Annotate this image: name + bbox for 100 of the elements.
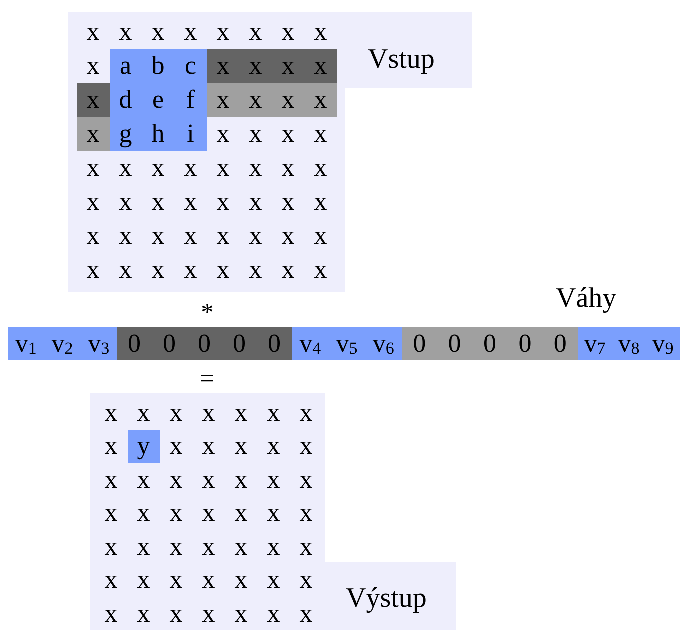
matrix-cell-text: x (183, 254, 198, 286)
matrix-cell-text: x (136, 464, 152, 496)
weight-cell: 0 (472, 327, 508, 360)
matrix-cell-text: x (234, 564, 249, 596)
matrix-cell-text: x (234, 464, 249, 496)
weight-cell: 0 (542, 327, 578, 360)
weight-cell: v$_{4}$ (292, 327, 329, 360)
matrix-cell-text: x (136, 598, 152, 630)
matrix-cell-text: x (248, 152, 264, 184)
matrix-cell: i (174, 117, 207, 151)
matrix-cell-text: x (168, 396, 184, 429)
matrix-cell-text: x (201, 530, 216, 563)
matrix-cell-text: x (104, 598, 119, 630)
matrix-cell-text: x (150, 16, 166, 48)
matrix-cell-text: x (280, 16, 296, 48)
matrix-cell-text: x (280, 186, 296, 218)
matrix-cell-text: x (104, 464, 119, 496)
matrix-cell-text: x (234, 430, 249, 462)
matrix-cell-text: x (298, 430, 314, 462)
matrix-cell-text: x (216, 254, 231, 286)
matrix-cell-text: x (298, 530, 314, 563)
matrix-cell-text: x (280, 220, 296, 252)
matrix-cell-text: x (150, 254, 166, 286)
matrix-cell-text: x (104, 530, 119, 563)
matrix-cell-text: x (168, 497, 184, 530)
matrix-cell-text: x (298, 598, 314, 630)
weight-cell: 0 (187, 327, 222, 360)
matrix-cell-text: x (313, 254, 328, 286)
weight-cell: 0 (437, 327, 472, 360)
weight-cell: 0 (257, 327, 292, 360)
matrix-cell-text: x (280, 152, 296, 184)
matrix-cell-text: x (86, 254, 101, 286)
matrix-cell-text: x (313, 16, 328, 48)
matrix-cell-text: x (201, 497, 216, 530)
matrix-cell-text: x (118, 152, 134, 184)
weight-cell: v$_{3}$ (80, 327, 117, 360)
matrix-cell-text: x (201, 464, 216, 496)
matrix-cell-text: x (313, 152, 328, 184)
matrix-cell-text: x (216, 186, 231, 218)
matrix-cell-text: x (168, 464, 184, 496)
weight-cell: v$_{8}$ (612, 327, 646, 360)
matrix-cell-text: x (248, 118, 264, 150)
weight-cell: v$_{7}$ (578, 327, 612, 360)
multiply-sign: * (201, 300, 214, 326)
matrix-cell-text: x (266, 430, 282, 462)
matrix-cell-text: x (216, 118, 231, 150)
matrix-cell-text: x (266, 497, 282, 530)
matrix-cell-text: x (150, 186, 166, 218)
matrix-cell: x (207, 83, 240, 117)
matrix-cell-text: x (234, 497, 249, 530)
matrix-cell-text: x (313, 220, 328, 252)
matrix-cell-text: x (201, 598, 216, 630)
matrix-cell: x (240, 49, 272, 83)
matrix-title: Vstup (368, 46, 435, 74)
matrix-cell: x (304, 49, 337, 83)
weight-cell: v$_{2}$ (44, 327, 81, 360)
matrix-cell-text: x (168, 564, 184, 596)
matrix-cell-text: x (118, 186, 134, 218)
matrix-cell-text: x (298, 564, 314, 596)
matrix-cell-text: x (201, 396, 216, 429)
matrix-cell-text: x (266, 464, 282, 496)
weight-cell: 0 (117, 327, 152, 360)
matrix-cell: x (77, 83, 110, 117)
matrix-cell-text: x (104, 430, 119, 462)
matrix-cell-text: x (248, 254, 264, 286)
matrix-cell: x (240, 83, 272, 117)
matrix-cell-text: x (86, 16, 101, 48)
matrix-cell-text: x (86, 186, 101, 218)
matrix-cell: b (142, 49, 174, 83)
matrix-cell-text: x (248, 186, 264, 218)
matrix-cell-text: x (150, 220, 166, 252)
matrix-cell: f (174, 83, 207, 117)
matrix-cell-text: x (313, 118, 328, 150)
matrix-cell-text: x (168, 530, 184, 563)
matrix-cell-text: x (216, 220, 231, 252)
matrix-cell-text: x (118, 16, 134, 48)
weight-cell: v$_{5}$ (328, 327, 366, 360)
weight-cell: 0 (508, 327, 543, 360)
weight-cell: v$_{1}$ (8, 327, 44, 360)
matrix-cell-text: x (104, 564, 119, 596)
matrix-cell-text: x (234, 396, 249, 429)
matrix-cell-text: x (118, 220, 134, 252)
matrix-cell-text: x (183, 186, 198, 218)
matrix-cell-text: x (201, 430, 216, 462)
matrix-title: Výstup (346, 585, 427, 613)
matrix-cell: d (110, 83, 142, 117)
matrix-cell-text: x (86, 152, 101, 184)
matrix-cell: x (304, 83, 337, 117)
matrix-cell-text: x (313, 186, 328, 218)
matrix-cell-text: x (201, 564, 216, 596)
matrix-cell-text: x (183, 16, 198, 48)
matrix-title: Váhy (556, 285, 617, 313)
weight-cell: 0 (222, 327, 257, 360)
matrix-cell: x (77, 117, 110, 151)
matrix-cell-text: x (104, 396, 119, 429)
matrix-cell-text: x (86, 220, 101, 252)
equals-sign: = (200, 366, 215, 392)
matrix-cell: c (174, 49, 207, 83)
matrix-cell-text: x (183, 152, 198, 184)
matrix-cell: x (272, 49, 304, 83)
